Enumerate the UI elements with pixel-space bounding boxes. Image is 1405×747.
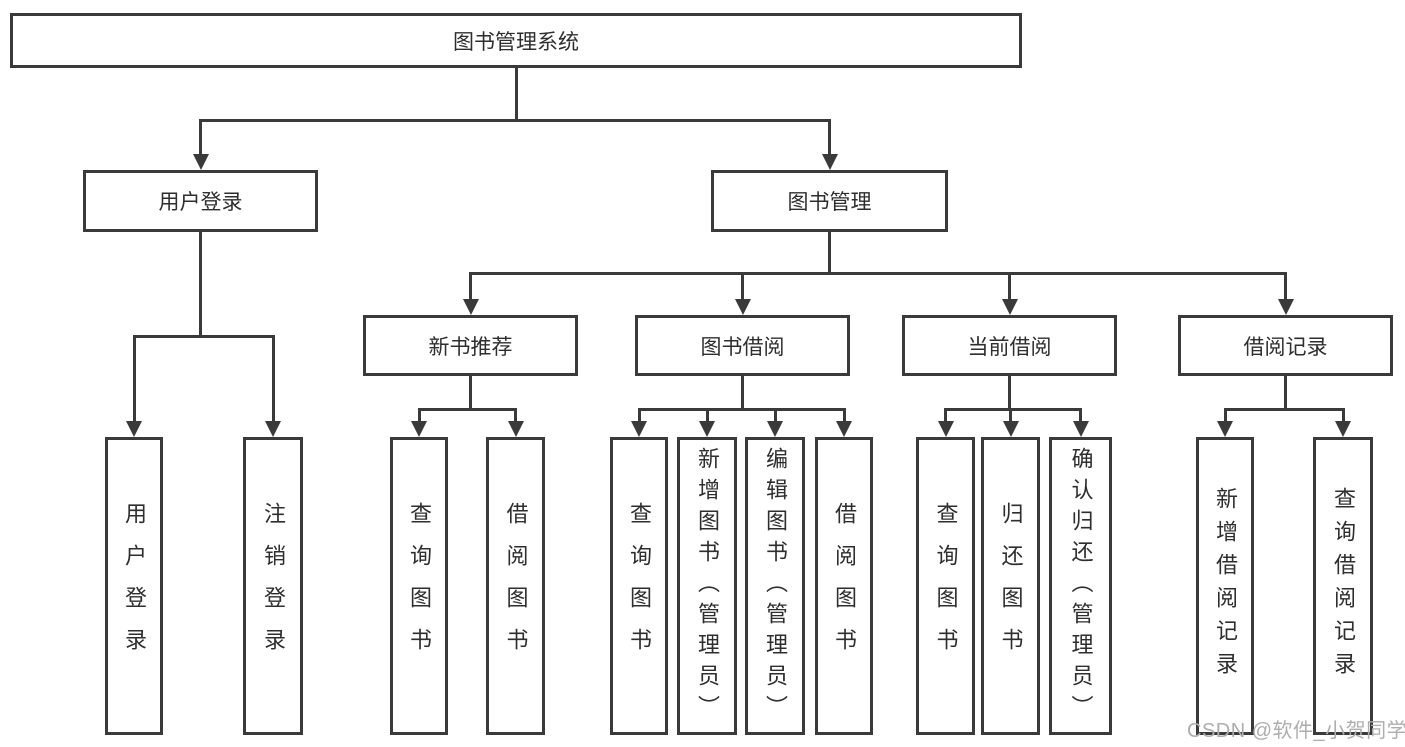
arrow-down-icon: [462, 299, 479, 315]
node-label: 归还图书: [998, 502, 1024, 670]
node-label: 查询图书: [933, 502, 959, 670]
connector-trunk: [828, 232, 831, 275]
node-bb-edit: 编辑图书（管理员）: [745, 437, 805, 735]
node-book-borrow: 图书借阅: [635, 315, 850, 376]
connector-drop: [944, 408, 947, 423]
node-label: 借阅图书: [832, 502, 857, 670]
connector-drop: [1284, 272, 1287, 301]
node-cb-query: 查询图书: [916, 437, 975, 735]
connector-branch: [417, 408, 517, 411]
connector-trunk: [1008, 376, 1011, 411]
arrow-down-icon: [1217, 421, 1233, 437]
node-new-book-rec: 新书推荐: [363, 315, 578, 376]
connector-branch: [637, 408, 846, 411]
arrow-down-icon: [937, 421, 954, 437]
connector-branch: [199, 119, 831, 122]
connector-trunk: [469, 376, 472, 411]
node-label: 图书管理: [787, 191, 872, 214]
arrow-down-icon: [734, 299, 751, 315]
connector-branch: [944, 408, 1082, 411]
arrow-down-icon: [1001, 299, 1018, 315]
connector-branch: [1223, 408, 1345, 411]
arrow-down-icon: [631, 421, 647, 437]
connector-branch: [132, 335, 275, 338]
arrow-down-icon: [192, 154, 209, 170]
connector-drop: [1079, 408, 1082, 423]
node-bb-borrow: 借阅图书: [815, 437, 873, 735]
connector-drop: [271, 335, 275, 423]
connector-trunk: [741, 376, 744, 411]
connector-drop: [1223, 408, 1227, 423]
node-label: 图书管理系统: [453, 30, 579, 54]
connector-drop: [842, 408, 846, 423]
arrow-down-icon: [836, 421, 852, 437]
connector-drop: [705, 408, 709, 423]
node-label: 用户登录: [122, 502, 147, 670]
connector-drop: [1008, 272, 1011, 301]
arrow-down-icon: [699, 421, 715, 437]
connector-drop: [1009, 408, 1012, 423]
connector-drop: [1341, 408, 1345, 423]
node-label: 用户登录: [158, 191, 243, 214]
node-cb-return: 归还图书: [981, 437, 1040, 735]
node-br-add: 新增借阅记录: [1196, 437, 1254, 735]
arrow-down-icon: [126, 421, 142, 437]
connector-drop: [469, 272, 472, 301]
arrow-down-icon: [1002, 421, 1019, 437]
arrow-down-icon: [1335, 421, 1351, 437]
node-borrow-records: 借阅记录: [1178, 315, 1393, 376]
node-user-login: 用户登录: [83, 170, 318, 232]
connector-branch: [469, 272, 1287, 275]
arrow-down-icon: [265, 421, 281, 437]
watermark: CSDN @软件_小贺同学: [1187, 720, 1405, 742]
node-label: 编辑图书（管理员）: [763, 446, 788, 726]
node-cb-confirm: 确认归还（管理员）: [1049, 437, 1112, 735]
arrow-down-icon: [767, 421, 783, 437]
connector-drop: [741, 272, 744, 301]
node-label: 新增图书（管理员）: [695, 446, 720, 726]
node-br-query: 查询借阅记录: [1313, 437, 1373, 735]
node-label: 借阅记录: [1243, 335, 1328, 359]
node-label: 确认归还（管理员）: [1068, 446, 1094, 726]
connector-trunk: [514, 68, 518, 122]
node-label: 注销登录: [261, 502, 286, 670]
node-nb-query: 查询图书: [390, 437, 448, 735]
node-label: 当前借阅: [967, 335, 1052, 359]
arrow-down-icon: [1072, 421, 1089, 437]
arrow-down-icon: [1277, 299, 1294, 315]
node-bb-add: 新增图书（管理员）: [677, 437, 737, 735]
node-label: 查询借阅记录: [1331, 487, 1356, 685]
node-nb-borrow: 借阅图书: [486, 437, 545, 735]
node-root: 图书管理系统: [10, 13, 1022, 68]
node-label: 图书借阅: [700, 335, 785, 359]
node-current-borrow: 当前借阅: [902, 315, 1117, 376]
connector-trunk: [199, 232, 202, 338]
connector-trunk: [1284, 376, 1287, 411]
connector-drop: [199, 119, 202, 156]
node-book-mgmt: 图书管理: [711, 170, 948, 232]
node-label: 查询图书: [407, 502, 432, 670]
connector-drop: [417, 408, 421, 423]
arrow-down-icon: [821, 154, 838, 170]
connector-drop: [828, 119, 831, 156]
node-leaf-logout: 注销登录: [243, 437, 303, 735]
node-label: 新书推荐: [428, 335, 513, 359]
node-label: 查询图书: [627, 502, 652, 670]
node-bb-query: 查询图书: [610, 437, 668, 735]
arrow-down-icon: [411, 421, 427, 437]
connector-drop: [773, 408, 777, 423]
node-label: 借阅图书: [503, 502, 529, 670]
node-leaf-user-login: 用户登录: [105, 437, 163, 735]
connector-drop: [637, 408, 641, 423]
connector-drop: [514, 408, 517, 423]
node-label: 新增借阅记录: [1213, 487, 1238, 685]
arrow-down-icon: [507, 421, 524, 437]
connector-drop: [132, 335, 136, 423]
